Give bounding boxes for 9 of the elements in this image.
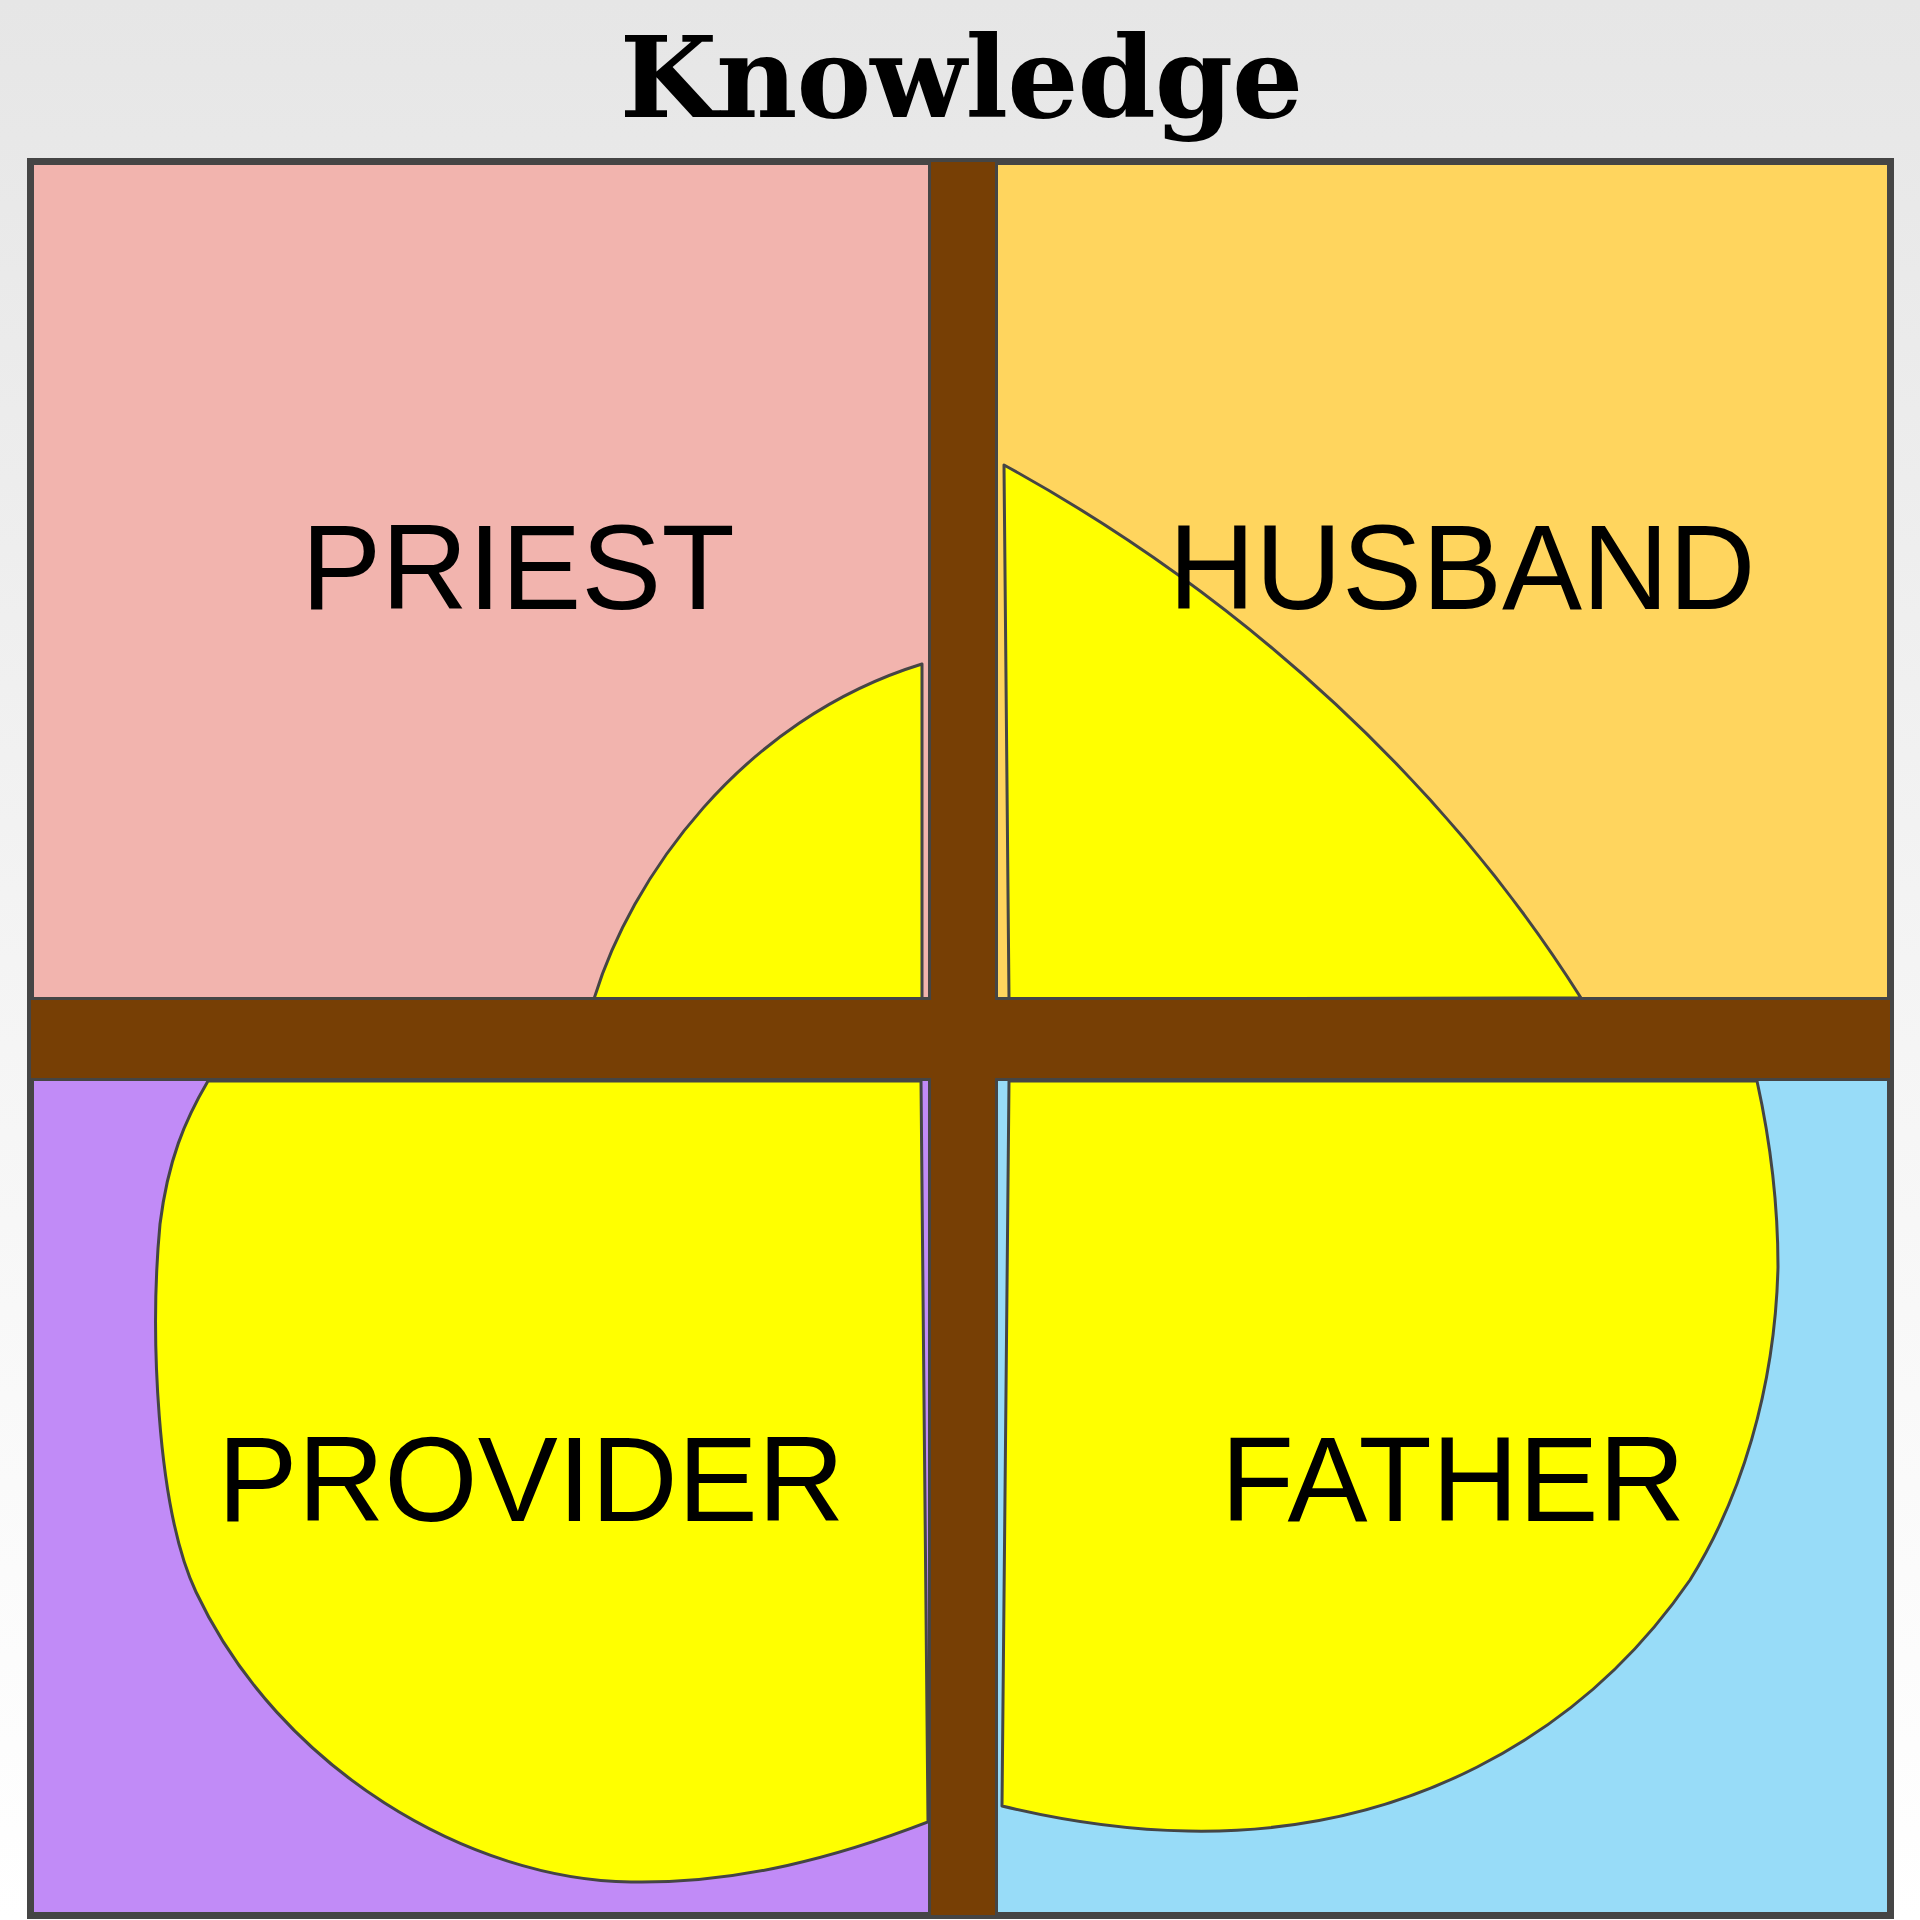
quadrant-panel	[995, 162, 1890, 1000]
quadrant-label: PRIEST	[301, 507, 735, 627]
quadrant-panel	[31, 162, 931, 1000]
quadrant-label: FATHER	[1220, 1419, 1686, 1539]
quadrant-label: HUSBAND	[1168, 507, 1756, 627]
title: Knowledge	[618, 11, 1304, 146]
quadrant-panel	[31, 1078, 931, 1915]
quadrant-label: PROVIDER	[217, 1419, 845, 1539]
quadrant-panel	[995, 1078, 1890, 1915]
